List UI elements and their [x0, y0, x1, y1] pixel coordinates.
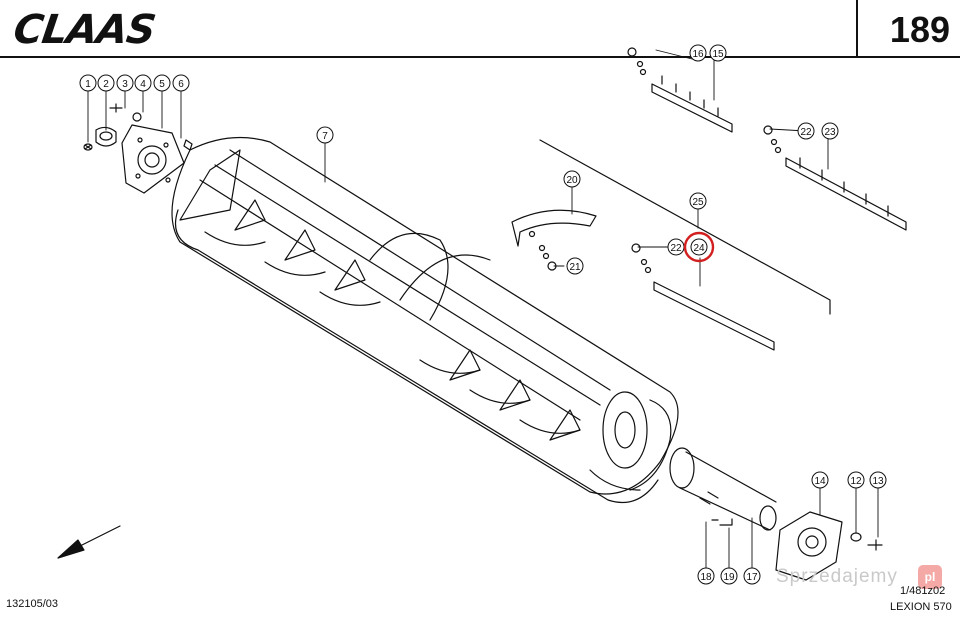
callout-19: 19	[720, 567, 738, 585]
rotor-drum	[171, 136, 679, 504]
callout-15: 15	[709, 44, 727, 62]
svg-text:23: 23	[824, 127, 836, 138]
svg-text:2: 2	[103, 79, 109, 90]
drawing-number: 1/481z02	[900, 585, 946, 597]
page-number: 189	[889, 9, 950, 50]
svg-text:15: 15	[712, 49, 724, 60]
callout-24: 24	[690, 238, 708, 256]
callout-13: 13	[869, 471, 887, 489]
separator-strip	[539, 139, 831, 351]
svg-text:13: 13	[872, 476, 884, 487]
stub-shaft	[669, 447, 777, 531]
document-number: 132105/03	[6, 598, 58, 610]
svg-text:5: 5	[159, 79, 165, 90]
svg-text:22: 22	[670, 243, 682, 254]
svg-text:22: 22	[800, 127, 812, 138]
flange-right	[775, 511, 883, 581]
callout-5: 5	[153, 74, 171, 92]
svg-text:3: 3	[122, 79, 128, 90]
bearing-assembly-left	[83, 103, 193, 194]
svg-text:14: 14	[814, 476, 826, 487]
direction-arrow	[57, 525, 121, 559]
svg-text:24: 24	[693, 243, 705, 254]
svg-text:7: 7	[322, 131, 328, 142]
callout-21: 21	[566, 257, 584, 275]
leader-lines	[87, 49, 879, 569]
svg-text:17: 17	[746, 572, 758, 583]
callout-6: 6	[172, 74, 190, 92]
callout-22-lower: 22	[667, 238, 685, 256]
callout-20: 20	[563, 170, 581, 188]
model-name: LEXION 570	[890, 601, 952, 613]
wear-strip-upper-2	[763, 125, 907, 231]
callout-14: 14	[811, 471, 829, 489]
callout-25: 25	[689, 192, 707, 210]
callout-17: 17	[743, 567, 761, 585]
header-rule	[0, 56, 960, 58]
svg-text:21: 21	[569, 262, 581, 273]
svg-text:25: 25	[692, 197, 704, 208]
callout-4: 4	[134, 74, 152, 92]
callout-22-upper: 22	[797, 122, 815, 140]
wear-strip-upper-1	[627, 47, 733, 133]
callout-16: 16	[689, 44, 707, 62]
svg-text:12: 12	[850, 476, 862, 487]
callout-7: 7	[316, 126, 334, 144]
callout-18: 18	[697, 567, 715, 585]
svg-text:1: 1	[85, 79, 91, 90]
callout-3: 3	[116, 74, 134, 92]
svg-text:20: 20	[566, 175, 578, 186]
callout-2: 2	[97, 74, 115, 92]
watermark-text: Sprzedajemy	[776, 566, 898, 587]
callout-1: 1	[79, 74, 97, 92]
callout-23: 23	[821, 122, 839, 140]
callout-circles: 1 2 3 4 5 6 7 12 13 14 15 16 17 18 19 20…	[79, 44, 887, 585]
header-divider	[856, 0, 858, 58]
svg-text:18: 18	[700, 572, 712, 583]
highlight-ring-24	[683, 231, 715, 263]
svg-text:16: 16	[692, 49, 704, 60]
svg-text:19: 19	[723, 572, 735, 583]
svg-text:6: 6	[178, 79, 184, 90]
watermark-badge: pl	[918, 565, 942, 589]
callout-12: 12	[847, 471, 865, 489]
rasp-segment	[511, 209, 597, 271]
svg-text:4: 4	[140, 79, 146, 90]
